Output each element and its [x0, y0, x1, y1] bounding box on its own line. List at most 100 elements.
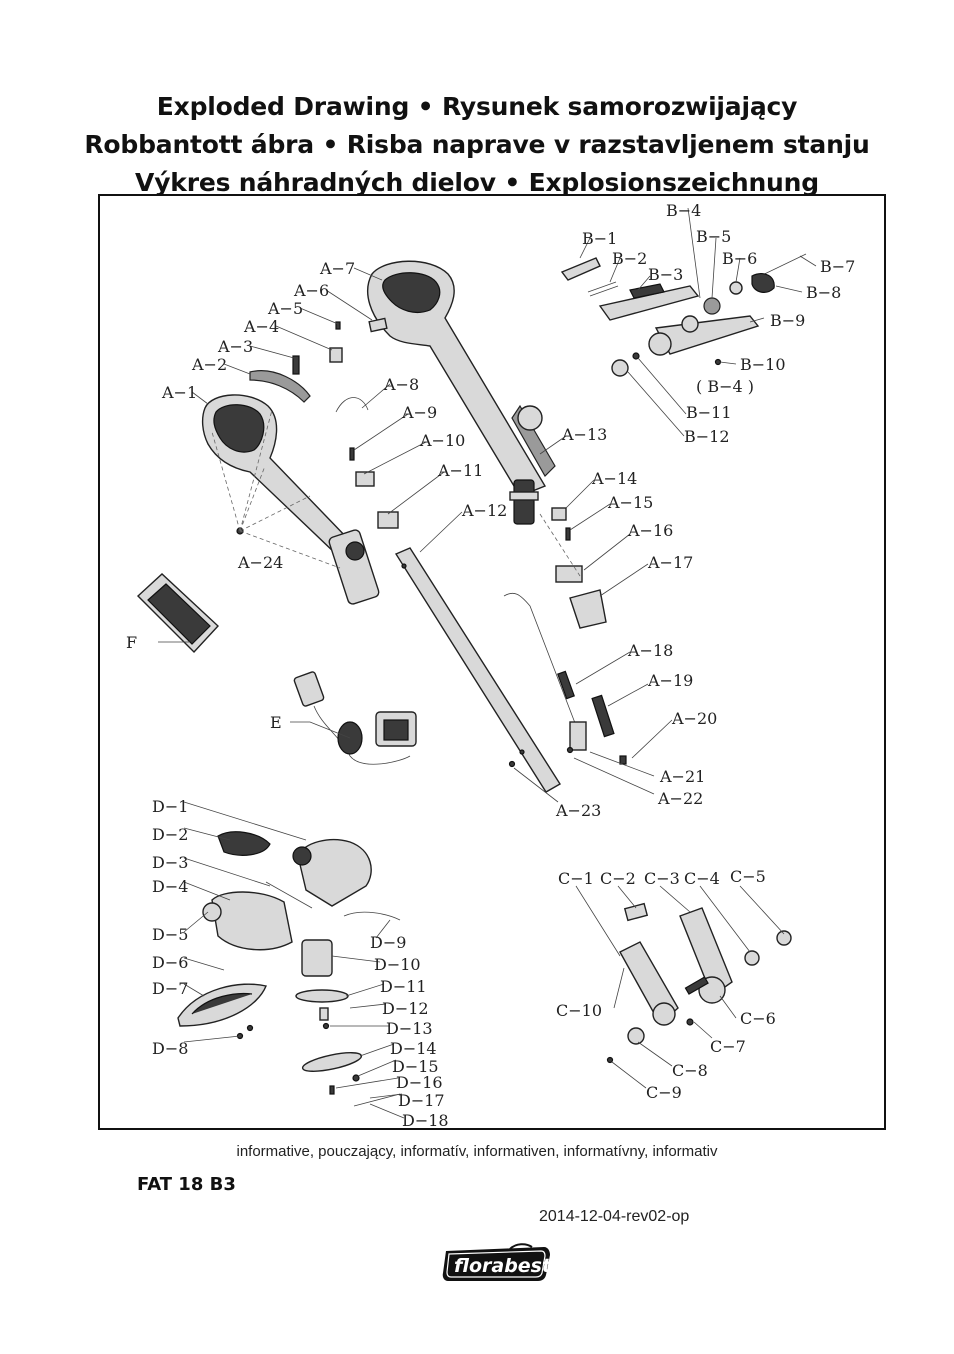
screw-guides: [211, 409, 341, 569]
spool-pin-small: [686, 1018, 694, 1026]
page-title: Exploded Drawing • Rysunek samorozwijają…: [0, 88, 954, 202]
washer-part: [729, 281, 743, 295]
lower-handle-neck: [328, 529, 380, 605]
exploded-drawing-frame: A−1 A−2 A−3 A−4 A−5 A−6 A−7 A−8 A−9 A−10…: [98, 194, 886, 1130]
label-D1: D−1: [152, 797, 188, 816]
bracket-screw-part: [714, 358, 722, 366]
bracket-rail-insert: [629, 283, 665, 299]
label-D10: D−10: [374, 955, 421, 974]
charger-cable: [313, 705, 411, 765]
guard-edge: [191, 992, 253, 1015]
shaft-rod-part: [265, 881, 313, 909]
wire-part: [335, 397, 369, 413]
spool-holder-part: [679, 907, 733, 998]
spool-assembly-drawing: [606, 902, 792, 1064]
label-B2: B−2: [612, 249, 647, 268]
spool-screw-part: [606, 1056, 614, 1064]
informative-note: informative, pouczający, informatív, inf…: [236, 1143, 718, 1160]
label-B11: B−11: [686, 403, 732, 422]
spool-spring-part: [684, 976, 709, 995]
motor-housing-boss: [202, 902, 222, 922]
pin-part: [335, 321, 341, 330]
label-F: F: [126, 633, 137, 652]
motor-head-drawing: [177, 831, 401, 1107]
gear-part: [703, 297, 721, 315]
label-D14: D−14: [390, 1039, 437, 1058]
label-B5: B−5: [696, 227, 731, 246]
label-C5: C−5: [730, 867, 766, 886]
small-washer-part: [632, 352, 640, 360]
wheel-part-2: [681, 315, 699, 333]
small-spring-part: [565, 527, 571, 541]
tube-hole: [401, 563, 407, 569]
label-B10: B−10: [740, 355, 786, 374]
label-A9: A−9: [401, 403, 437, 422]
lower-handle-knob: [345, 541, 365, 561]
screw-part-tube: [508, 760, 516, 768]
label-B4p: ( B−4 ): [696, 377, 754, 396]
label-C10: C−10: [556, 1001, 602, 1020]
lock-sleeve-part: [555, 565, 583, 583]
coupling-ring: [509, 491, 539, 501]
label-E: E: [270, 713, 282, 732]
bracket-springs: [587, 281, 619, 297]
label-C1: C−1: [558, 869, 594, 888]
label-A2: A−2: [191, 355, 227, 374]
spool-pin-part: [329, 1085, 335, 1095]
o-ring-part: [611, 359, 629, 377]
revision-date: 2014-12-04-rev02-op: [539, 1208, 690, 1225]
label-A14: A−14: [591, 469, 637, 488]
tube-hole-lower: [519, 749, 525, 755]
bracket-cover-part: [560, 257, 601, 281]
battery-pack: [147, 583, 211, 645]
label-A4: A−4: [243, 317, 279, 336]
label-D6: D−6: [152, 953, 188, 972]
base-plate-part: [295, 989, 349, 1003]
label-A20: A−20: [671, 709, 717, 728]
cable-part: [343, 911, 401, 921]
motor-cover-vent: [292, 846, 312, 866]
label-A7: A−7: [319, 259, 355, 278]
label-D3: D−3: [152, 853, 188, 872]
label-A17: A−17: [647, 553, 693, 572]
guard-part: [177, 983, 267, 1027]
label-C8: C−8: [672, 1061, 708, 1080]
label-D4: D−4: [152, 877, 188, 896]
label-A1: A−1: [161, 383, 197, 402]
label-D12: D−12: [382, 999, 429, 1018]
label-D9: D−9: [370, 933, 406, 952]
motor-cover-part: [297, 838, 372, 907]
label-B1: B−1: [582, 229, 617, 248]
spool-knob-part: [627, 1027, 645, 1045]
label-D18: D−18: [402, 1111, 449, 1128]
spool-sleeve-part: [623, 902, 649, 922]
tube-cover-part: [569, 589, 607, 629]
label-A15: A−15: [607, 493, 653, 512]
label-D5: D−5: [152, 925, 188, 944]
label-D2: D−2: [152, 825, 188, 844]
pin-part-lower: [619, 755, 627, 765]
label-A13: A−13: [561, 425, 607, 444]
label-D11: D−11: [380, 977, 427, 996]
decor-cap-part: [217, 831, 271, 856]
guard-screw-part-2: [246, 1024, 254, 1032]
wheel-bracket-drawing: [560, 253, 807, 377]
label-A18: A−18: [627, 641, 673, 660]
label-A12: A−12: [461, 501, 507, 520]
motor-part: [301, 939, 333, 977]
holder-part: [569, 721, 587, 751]
lower-handle-grip: [213, 404, 265, 453]
label-D13: D−13: [386, 1019, 433, 1038]
guide-part: [591, 694, 615, 738]
label-A11: A−11: [437, 461, 483, 480]
label-A3: A−3: [217, 337, 253, 356]
spool-cap-part: [776, 930, 792, 946]
label-C7: C−7: [710, 1037, 746, 1056]
spool-washer-part: [744, 950, 760, 966]
exploded-drawing: A−1 A−2 A−3 A−4 A−5 A−6 A−7 A−8 A−9 A−10…: [126, 201, 855, 1128]
label-A5: A−5: [267, 299, 303, 318]
label-D15: D−15: [392, 1057, 439, 1076]
cutting-line-part: [353, 1093, 401, 1107]
connector-part: [355, 471, 375, 487]
clip-part: [551, 507, 567, 521]
